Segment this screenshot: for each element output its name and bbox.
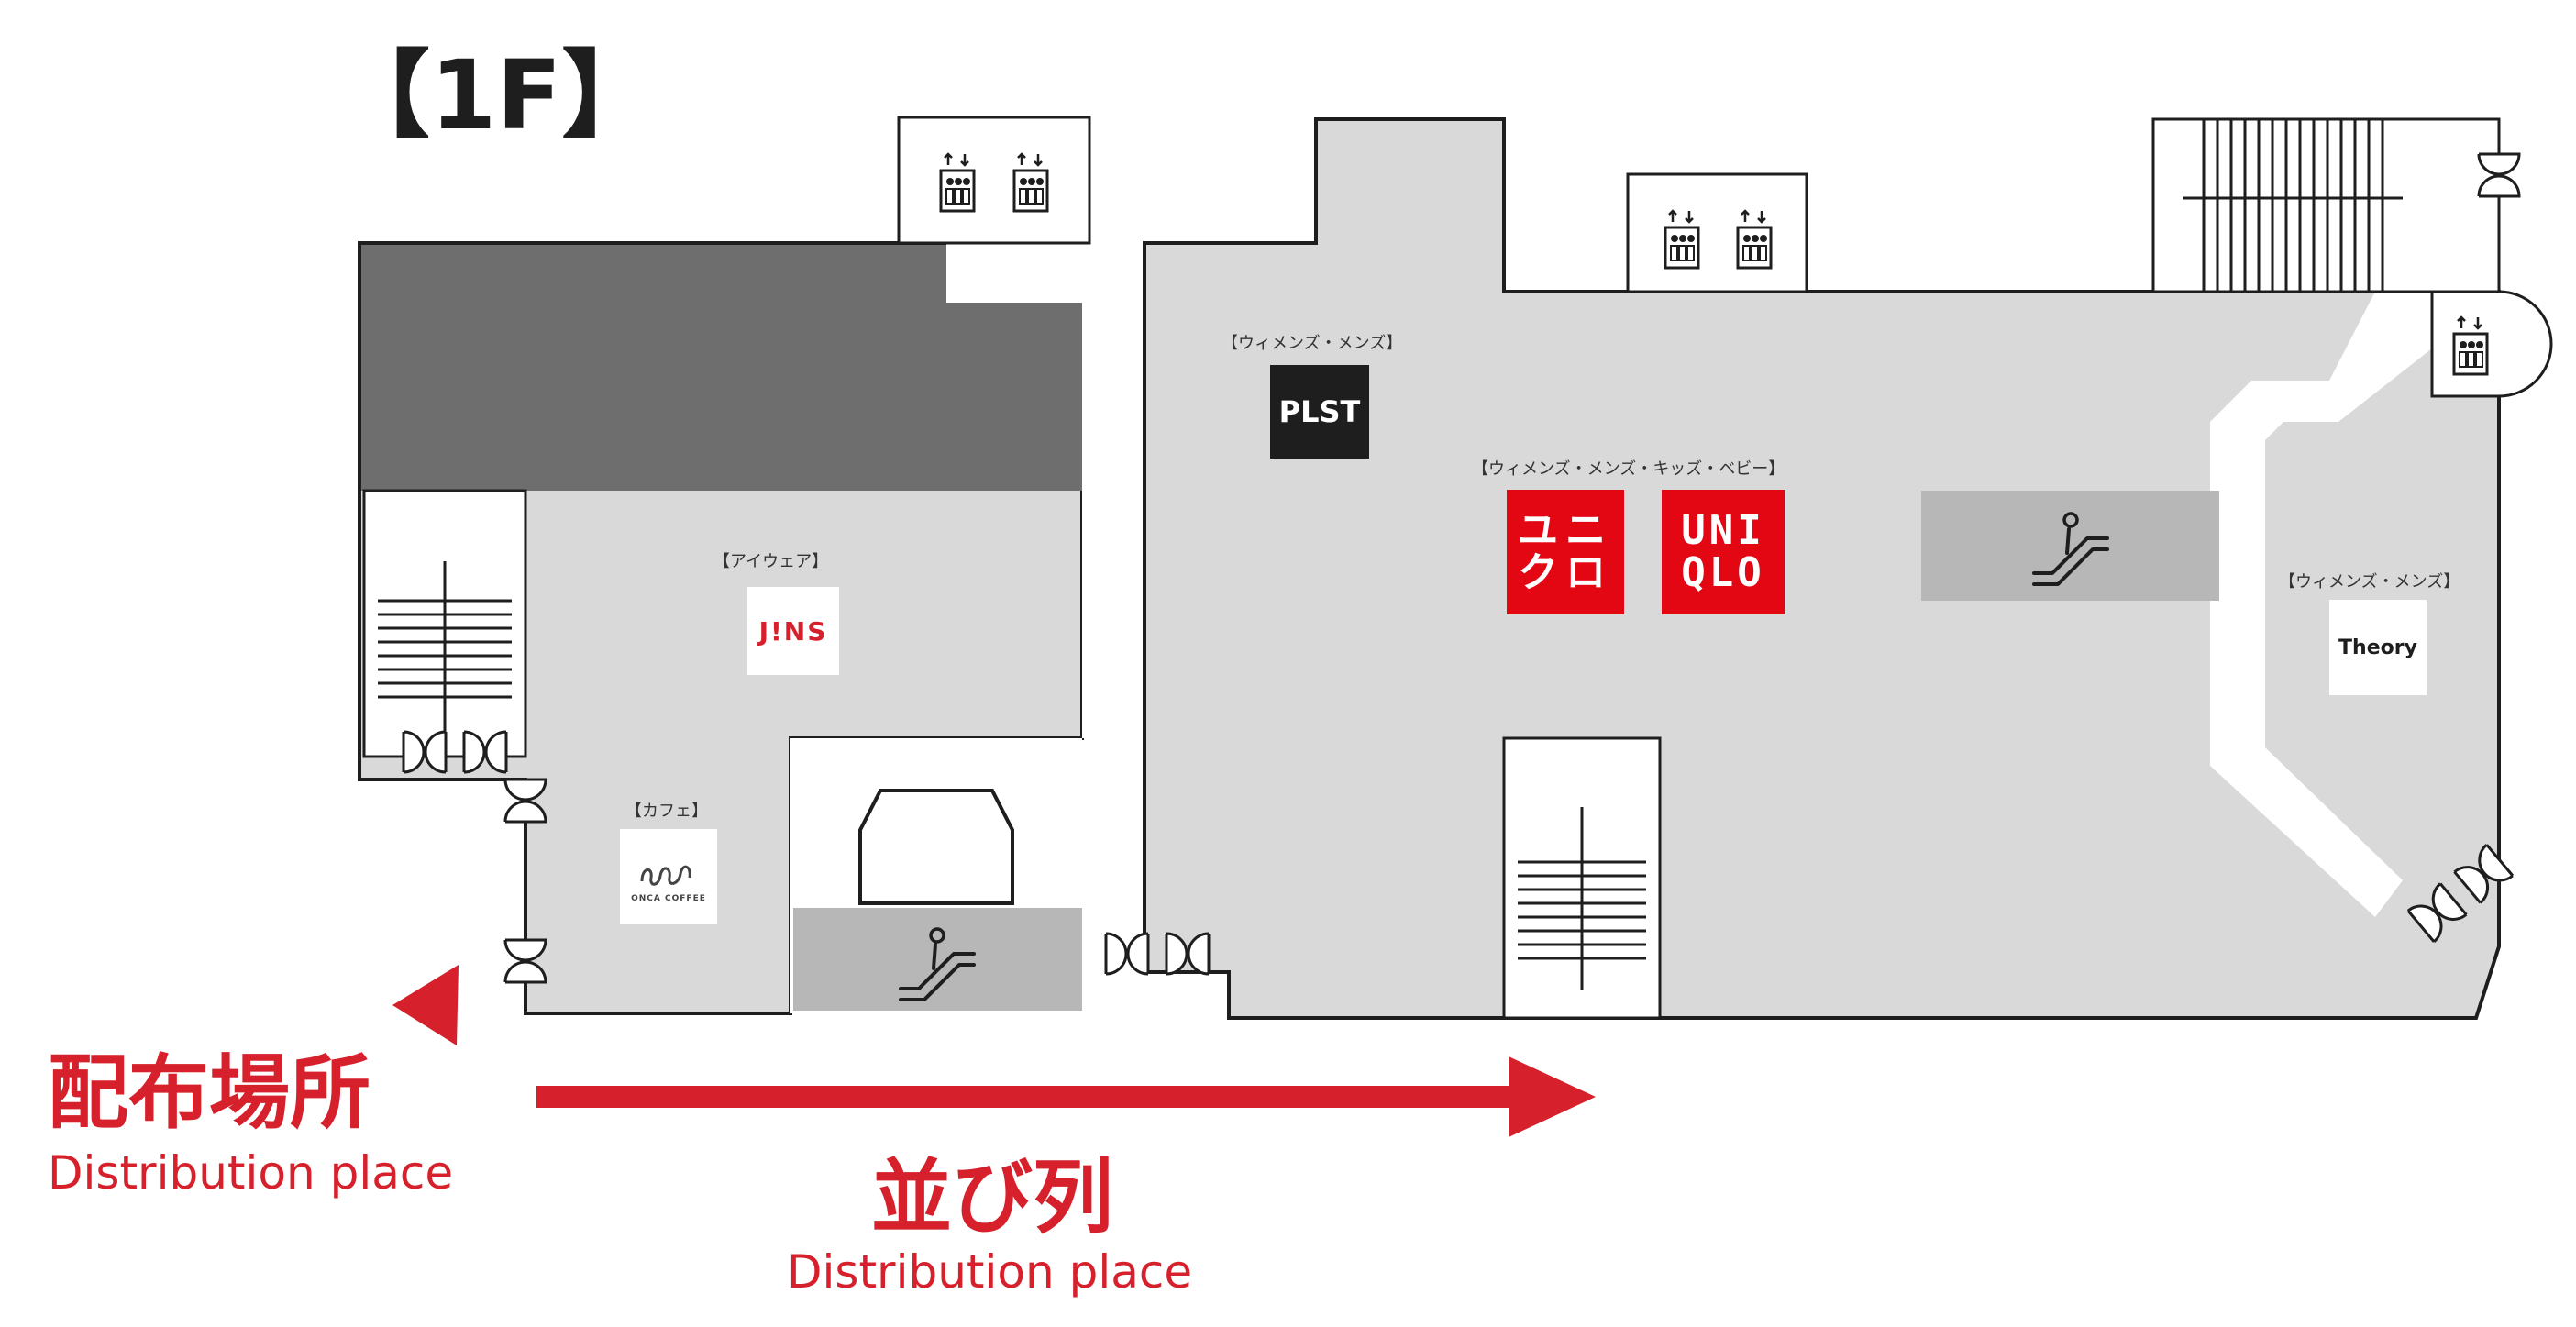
- uniqlo-en-line-2: QLO: [1681, 549, 1765, 596]
- jins-logo[interactable]: J!NS: [747, 587, 839, 675]
- escalator-left: [793, 908, 1082, 1011]
- stairs-icon: [2183, 119, 2403, 292]
- corridor-notch: [946, 243, 1082, 303]
- arrow-icon: [536, 1056, 1596, 1137]
- stairs-icon: [378, 561, 512, 734]
- escalator-right: [1921, 491, 2219, 601]
- right-corridor: [2210, 292, 2458, 917]
- queue-label-en: Distribution place: [787, 1245, 1193, 1299]
- onca-category: 【カフェ】: [625, 802, 708, 821]
- distribution-label-jp: 配布場所: [48, 1045, 371, 1140]
- theory-category: 【ウィメンズ・メンズ】: [2279, 572, 2460, 592]
- onca-swirl-icon: [640, 865, 691, 886]
- queue-label-jp: 並び列: [871, 1150, 1114, 1244]
- uniqlo-kana-line-2: クロ: [1518, 549, 1613, 596]
- theory-logo[interactable]: Theory: [2329, 600, 2427, 695]
- main-floor: [1143, 117, 2501, 1020]
- floor-label: 【1F】: [335, 39, 658, 151]
- uniqlo-kana-line-1: ユニ: [1518, 506, 1613, 554]
- stairs-icon: [1518, 807, 1646, 990]
- onca-logo[interactable]: ONCA COFFEE: [620, 829, 717, 924]
- onca-logo-text: ONCA COFFEE: [631, 894, 706, 903]
- uniqlo-logo-en[interactable]: UNI QLO: [1662, 490, 1785, 614]
- uniqlo-logo-kana[interactable]: ユニ クロ: [1507, 490, 1624, 614]
- plst-logo[interactable]: PLST: [1270, 365, 1369, 459]
- plst-category: 【ウィメンズ・メンズ】: [1222, 334, 1403, 353]
- door-icon: [1104, 932, 1150, 976]
- elevator-box-right: [2430, 290, 2553, 398]
- uniqlo-category: 【ウィメンズ・メンズ・キッズ・ベビー】: [1472, 459, 1786, 479]
- jins-category: 【アイウェア】: [713, 552, 829, 571]
- elevator-box-top-centre: [1626, 172, 1808, 293]
- uniqlo-en-line-1: UNI: [1681, 506, 1765, 554]
- central-corridor: [1082, 243, 1144, 738]
- distribution-label-en: Distribution place: [48, 1146, 454, 1200]
- distribution-marker-icon: [392, 965, 459, 1045]
- elevator-box-top-left: [897, 116, 1091, 245]
- escalator-well: [858, 789, 1014, 905]
